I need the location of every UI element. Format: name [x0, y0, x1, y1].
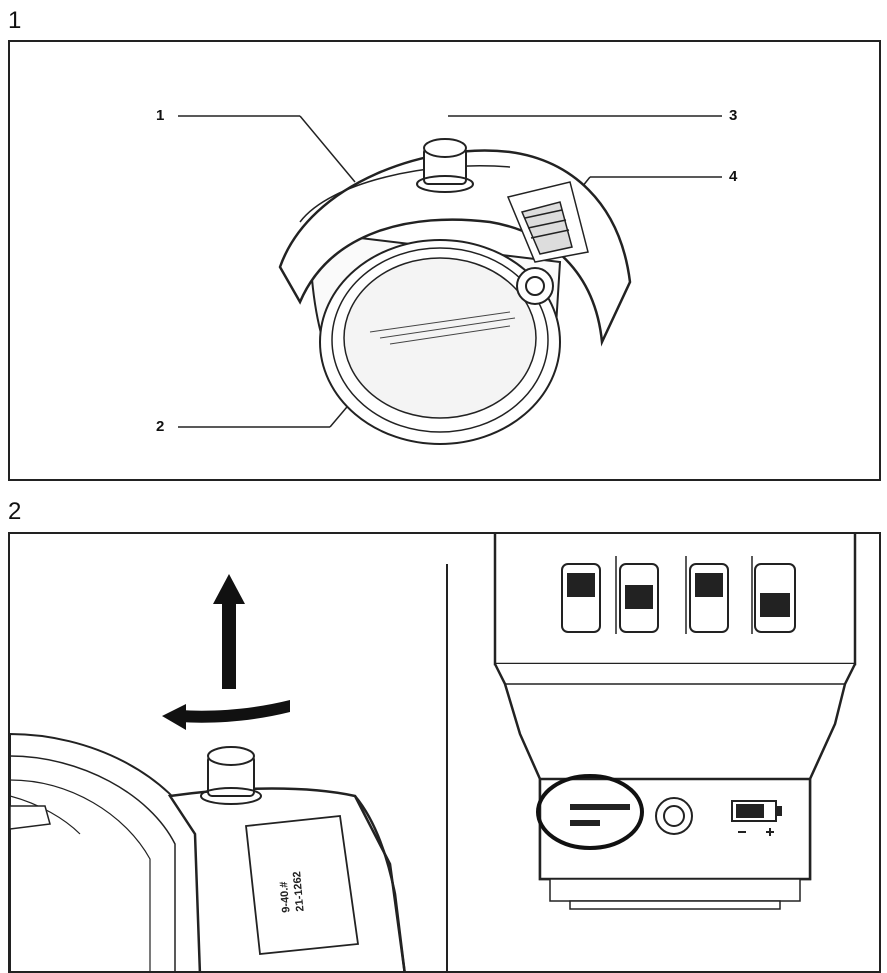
filter-housing — [167, 787, 406, 971]
figure-1-panel: 1 2 3 4 — [8, 40, 881, 481]
rotate-arrow-icon — [162, 700, 290, 730]
svg-text:21-1262: 21-1262 — [291, 871, 306, 912]
figure-1-number: 1 — [8, 7, 22, 34]
leader-line-1-angled — [299, 115, 356, 183]
lens-barrel — [308, 230, 562, 445]
serial-label — [570, 804, 630, 826]
housing-knob — [200, 746, 262, 805]
housing-label: 9-40.# 21-1262 — [278, 871, 307, 913]
svg-text:9-40.#: 9-40.# — [278, 881, 293, 913]
knob — [416, 138, 474, 193]
filter-holder-illustration — [178, 115, 722, 445]
filter-glass — [369, 311, 516, 345]
callout-1: 1 — [156, 107, 165, 124]
lens-body — [10, 732, 201, 971]
battery-indicator-icon — [731, 800, 782, 836]
side-button — [516, 267, 554, 305]
removal-illustration: 9-40.# 21-1262 — [10, 534, 857, 971]
callout-2: 2 — [156, 418, 165, 435]
figure-2-number: 2 — [8, 498, 22, 525]
housing-rear-view — [493, 534, 857, 910]
callout-3: 3 — [729, 107, 738, 124]
highlight-circle — [536, 774, 644, 850]
adjustment-wheel — [506, 181, 589, 263]
callout-4: 4 — [729, 168, 738, 185]
rear-round-button — [655, 797, 693, 835]
switch-row — [561, 556, 796, 634]
figure-2-panel: 9-40.# 21-1262 — [8, 532, 881, 973]
up-arrow-icon — [213, 574, 245, 689]
